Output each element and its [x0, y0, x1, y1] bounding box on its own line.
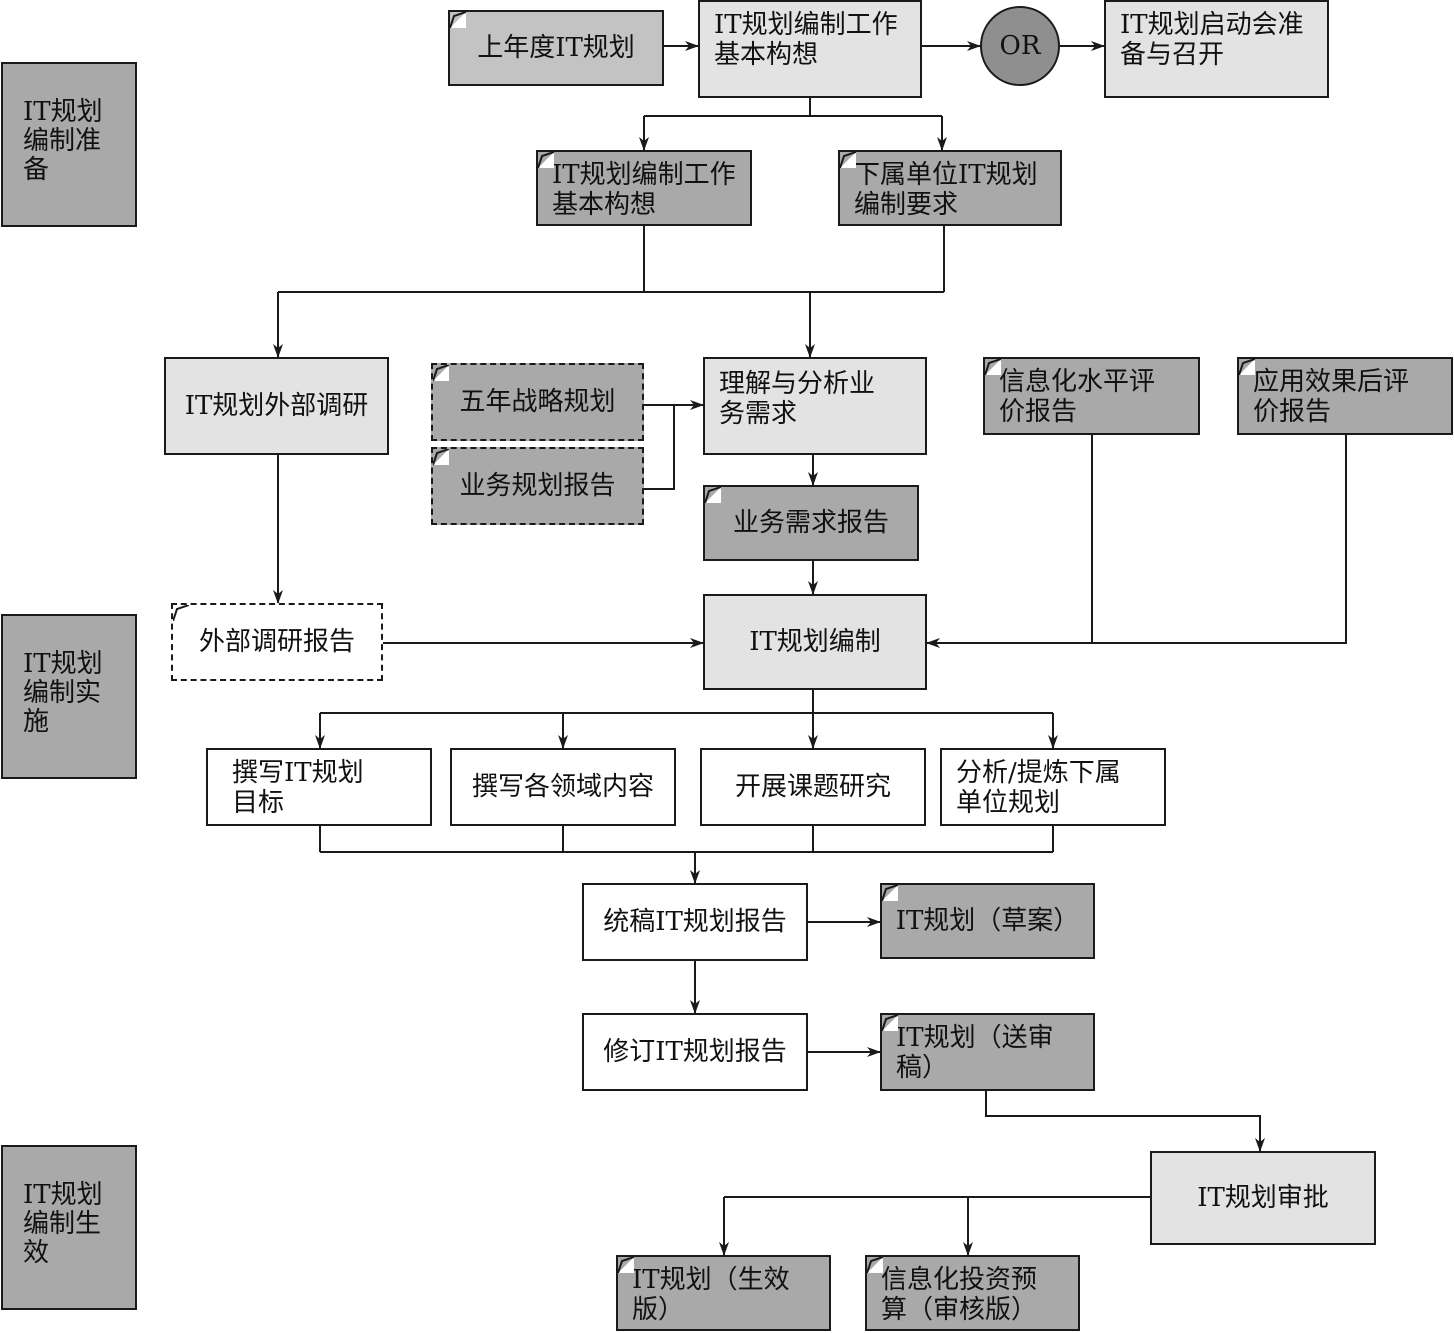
phase-label: IT规划 编制生 效 — [23, 1180, 103, 1268]
folded-corner — [882, 885, 898, 901]
process-plan-concept: IT规划编制工作 基本构想 — [698, 0, 922, 98]
process-revise-report: 修订IT规划报告 — [582, 1013, 808, 1091]
folded-corner — [173, 605, 189, 621]
folded-corner — [433, 365, 449, 381]
doc-informatization-evaluation: 信息化水平评 价报告 — [983, 357, 1200, 435]
phase-label: IT规划 编制准 备 — [23, 97, 103, 185]
folded-corner — [985, 359, 1001, 375]
process-analyze-business-needs: 理解与分析业 务需求 — [703, 357, 927, 455]
doc-business-plan-report: 业务规划报告 — [431, 447, 644, 525]
doc-it-plan-draft: IT规划（草案） — [880, 883, 1095, 959]
process-kickoff-meeting: IT规划启动会准 备与召开 — [1104, 0, 1329, 98]
doc-business-needs-report: 业务需求报告 — [703, 485, 919, 561]
doc-investment-budget: 信息化投资预 算（审核版） — [865, 1255, 1080, 1331]
arrow-evaluations-to-drafting — [926, 435, 1347, 648]
process-analyze-subsidiary-plans: 分析/提炼下属 单位规划 — [940, 748, 1166, 826]
connector-business-plan-to-analysis — [644, 405, 675, 490]
process-it-plan-approval: IT规划审批 — [1150, 1151, 1376, 1245]
process-it-plan-drafting: IT规划编制 — [703, 594, 927, 690]
process-compile-report: 统稿IT规划报告 — [582, 883, 808, 961]
doc-plan-concept: IT规划编制工作 基本构想 — [536, 150, 752, 226]
doc-subsidiary-requirements: 下属单位IT规划 编制要求 — [838, 150, 1062, 226]
doc-external-research-report: 外部调研报告 — [171, 603, 383, 681]
folded-corner — [882, 1015, 898, 1031]
folded-corner — [867, 1257, 883, 1273]
phase-implementation: IT规划 编制实 施 — [1, 614, 137, 779]
folded-corner — [840, 152, 856, 168]
doc-it-plan-review-draft: IT规划（送审 稿） — [880, 1013, 1095, 1091]
folded-corner — [1239, 359, 1255, 375]
process-topic-research: 开展课题研究 — [700, 748, 926, 826]
doc-five-year-strategy: 五年战略规划 — [431, 363, 644, 441]
folded-corner — [433, 449, 449, 465]
folded-corner — [538, 152, 554, 168]
phase-effective: IT规划 编制生 效 — [1, 1145, 137, 1310]
doc-post-evaluation: 应用效果后评 价报告 — [1237, 357, 1453, 435]
arrow-review-draft-to-approval — [985, 1091, 1265, 1152]
folded-corner — [450, 12, 466, 28]
phase-label: IT规划 编制实 施 — [23, 649, 103, 737]
process-write-objectives: 撰写IT规划 目标 — [206, 748, 432, 826]
phase-preparation: IT规划 编制准 备 — [1, 62, 137, 227]
process-write-domains: 撰写各领域内容 — [450, 748, 676, 826]
or-gate: OR — [980, 6, 1060, 86]
folded-corner — [705, 487, 721, 503]
folded-corner — [618, 1257, 634, 1273]
doc-last-year-it-plan: 上年度IT规划 — [448, 10, 664, 86]
process-external-research: IT规划外部调研 — [164, 357, 389, 455]
doc-it-plan-effective: IT规划（生效 版） — [616, 1255, 831, 1331]
